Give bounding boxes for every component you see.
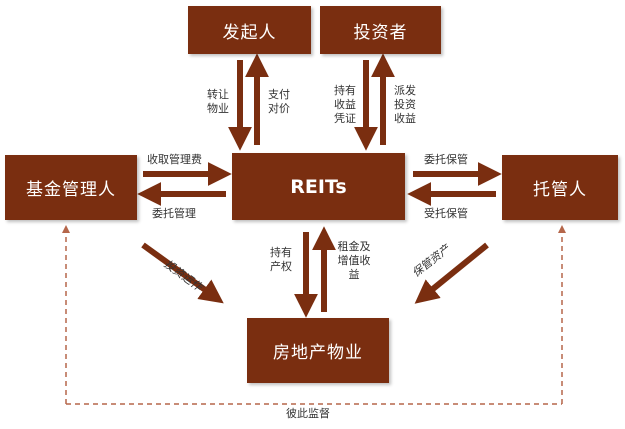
label-transfer-property: 转让 物业 (207, 88, 229, 115)
arrow-custody-assets (414, 242, 489, 304)
label-rent-appreciation: 租金及 增值收 益 (337, 240, 371, 281)
arrow-invest-operate (141, 242, 224, 304)
investor-box: 投资者 (320, 6, 441, 54)
label-distribute-income: 派发 投资 收益 (394, 84, 416, 125)
label-entrust-custody: 委托保管 (424, 153, 468, 166)
label-hold-certificate: 持有 收益 凭证 (334, 84, 356, 125)
label-mutual-supervision: 彼此监督 (286, 407, 330, 420)
label-accept-custody: 受托保管 (424, 207, 468, 220)
sponsor-box: 发起人 (188, 6, 311, 54)
label-collect-fee: 收取管理费 (147, 153, 202, 166)
property-box: 房地产物业 (247, 318, 389, 383)
reits-box: REITs (232, 153, 405, 220)
label-entrust-management: 委托管理 (152, 207, 196, 220)
label-hold-property-right: 持有 产权 (270, 246, 292, 273)
fund-manager-box: 基金管理人 (5, 155, 137, 220)
label-pay-price: 支付 对价 (268, 88, 290, 115)
custodian-box: 托管人 (502, 155, 618, 220)
